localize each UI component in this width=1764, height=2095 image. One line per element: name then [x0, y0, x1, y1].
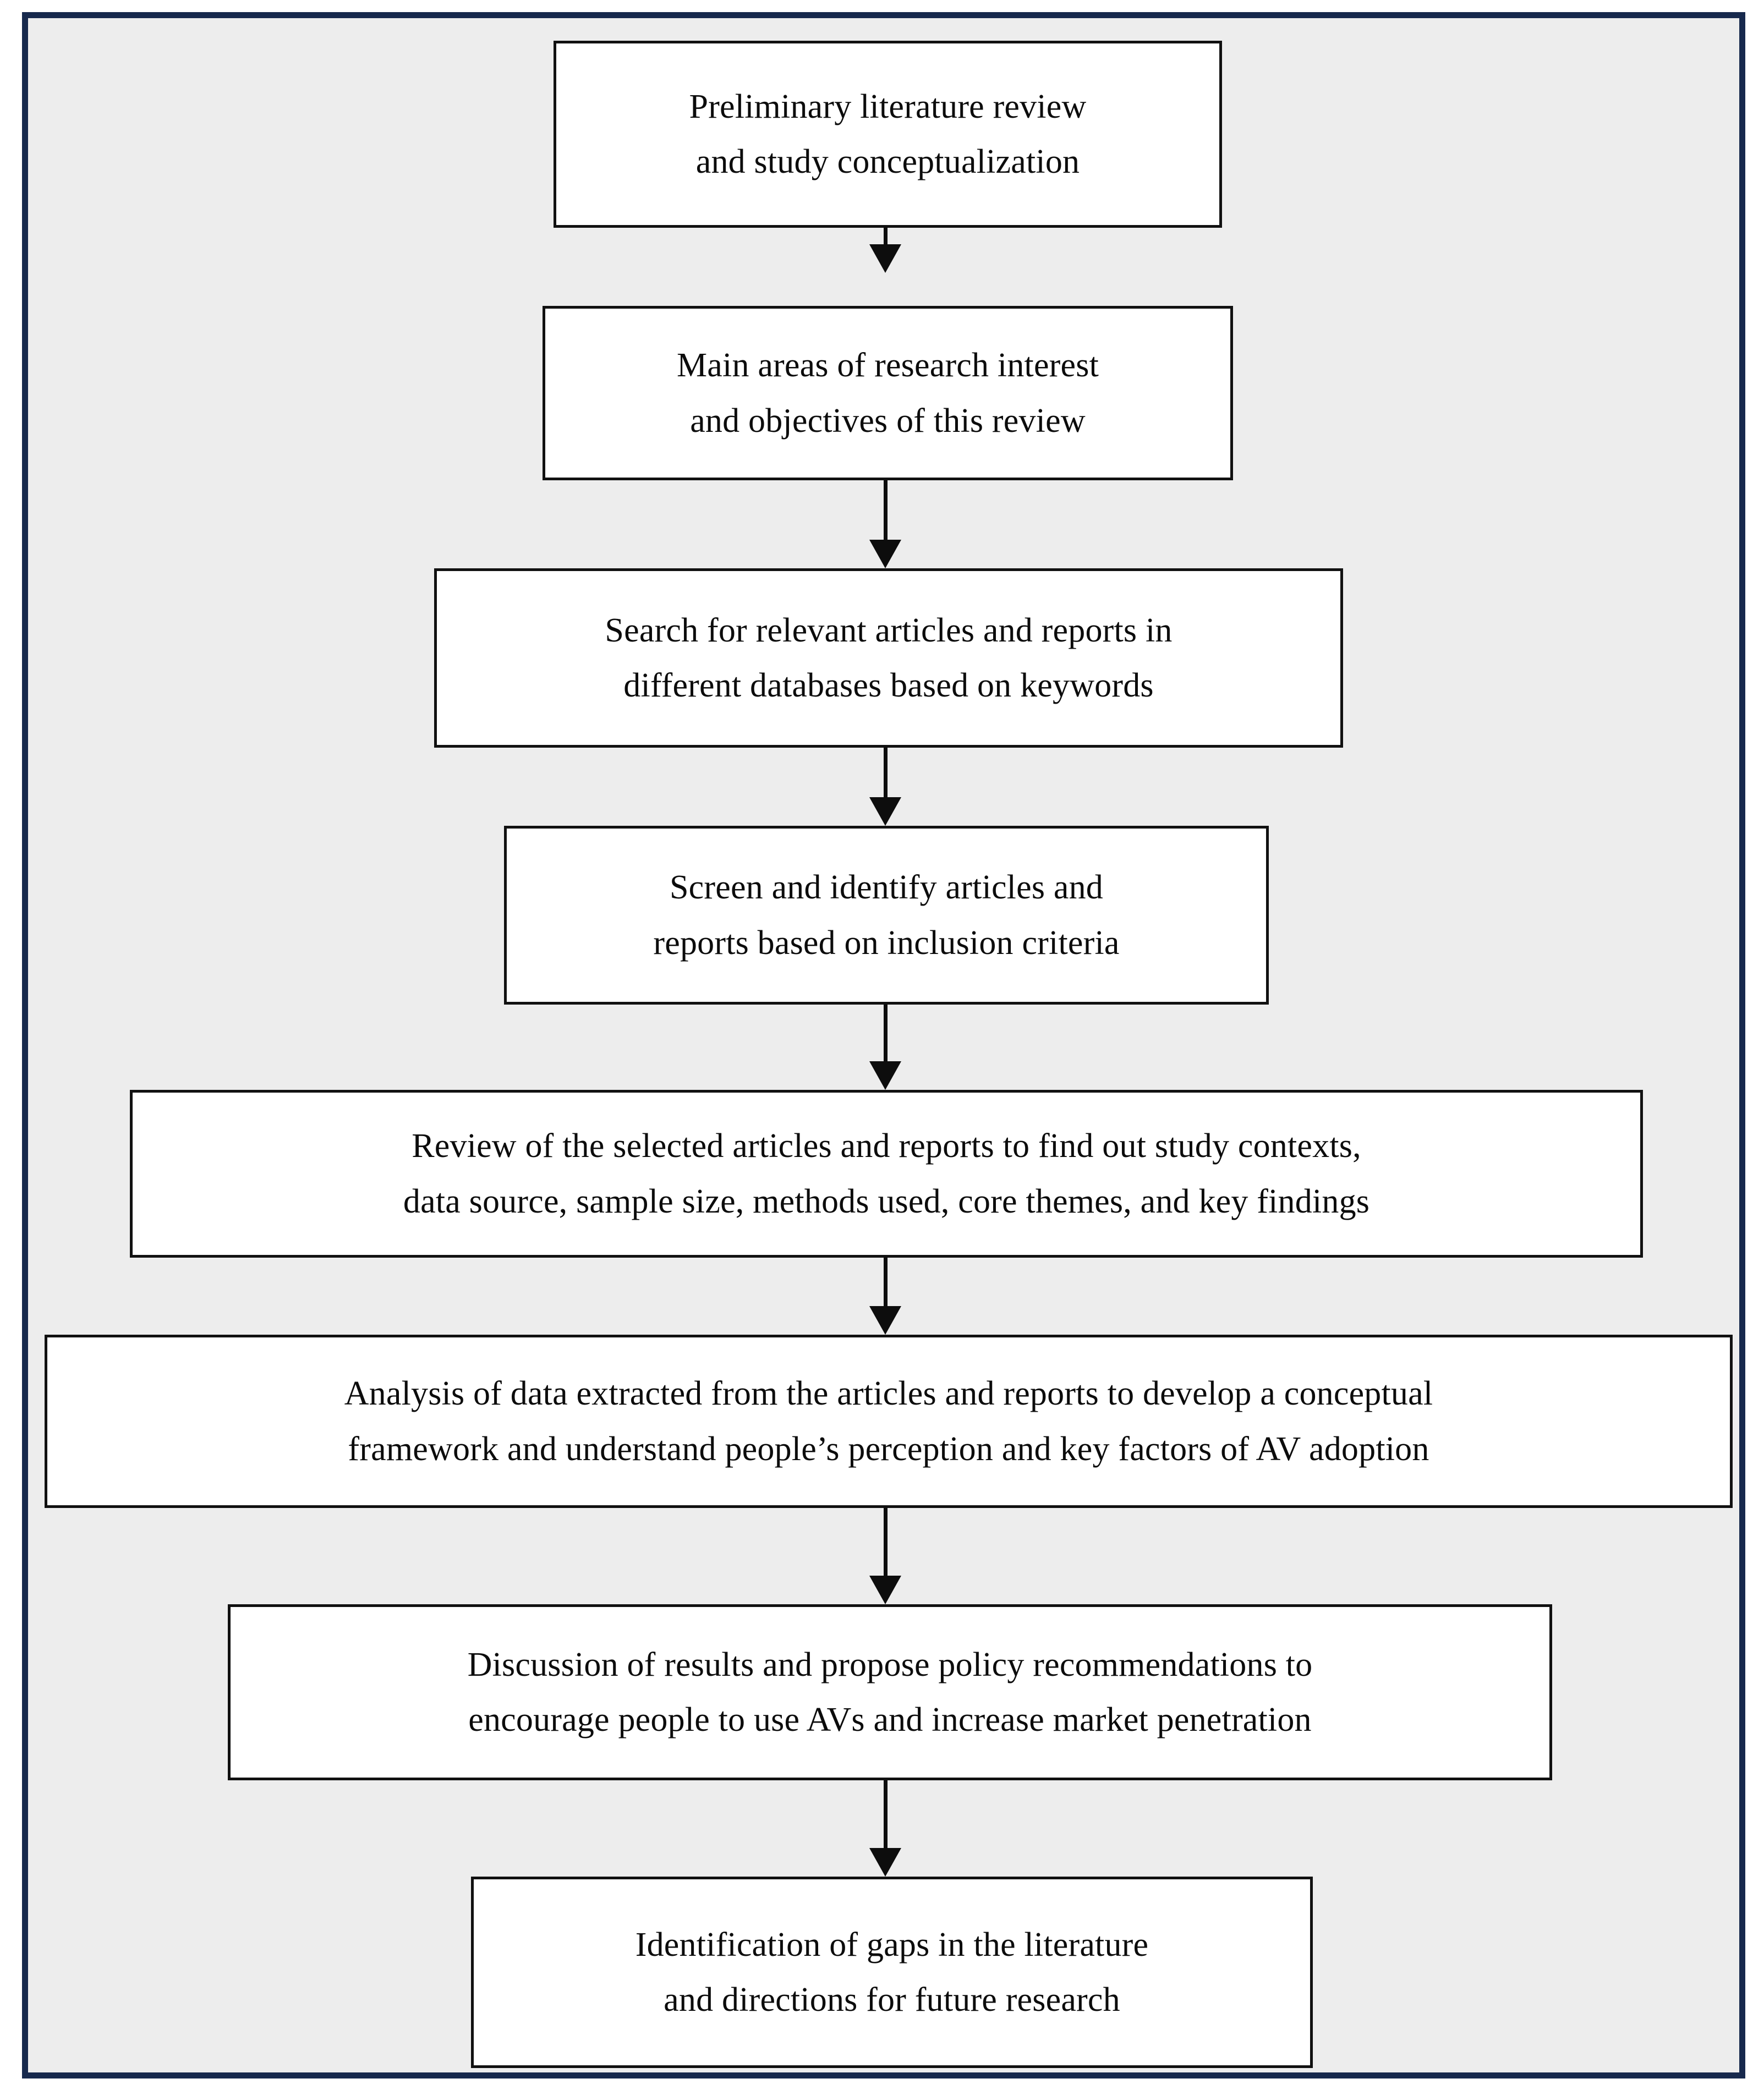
- node-line-1: Analysis of data extracted from the arti…: [344, 1375, 1433, 1413]
- node-line-2: and directions for future research: [664, 1981, 1120, 2019]
- arrow-step6-to-step7: [869, 1496, 902, 1604]
- node-line-1: Search for relevant articles and reports…: [605, 611, 1173, 649]
- node-line-1: Review of the selected articles and repo…: [412, 1127, 1361, 1165]
- flowchart-node-step-2[interactable]: Main areas of research interest and obje…: [543, 306, 1233, 480]
- arrow-shaft: [883, 1768, 888, 1849]
- flowchart-node-step-1[interactable]: Preliminary literature review and study …: [554, 41, 1222, 228]
- arrow-head-icon: [869, 1576, 901, 1604]
- arrow-shaft: [883, 736, 888, 798]
- node-line-2: and study conceptualization: [695, 143, 1080, 180]
- flowchart-node-step-6[interactable]: Analysis of data extracted from the arti…: [45, 1335, 1733, 1508]
- arrow-step4-to-step5: [869, 992, 902, 1090]
- node-line-2: and objectives of this review: [690, 402, 1086, 440]
- arrow-head-icon: [869, 540, 901, 568]
- node-line-2: encourage people to use AVs and increase…: [468, 1701, 1312, 1738]
- arrow-shaft: [883, 1246, 888, 1307]
- node-line-1: Screen and identify articles and: [670, 869, 1103, 907]
- node-line-1: Main areas of research interest: [676, 347, 1099, 385]
- arrow-head-icon: [869, 1061, 901, 1090]
- flowchart-node-step-8[interactable]: Identification of gaps in the literature…: [471, 1877, 1313, 2068]
- arrow-head-icon: [869, 244, 901, 273]
- node-line-2: reports based on inclusion criteria: [653, 924, 1120, 962]
- arrow-shaft: [883, 992, 888, 1062]
- node-line-1: Discussion of results and propose policy…: [467, 1646, 1313, 1683]
- arrow-shaft: [883, 1496, 888, 1576]
- node-line-2: framework and understand people’s percep…: [348, 1430, 1429, 1468]
- arrow-head-icon: [869, 1306, 901, 1335]
- node-line-2: different databases based on keywords: [623, 667, 1154, 704]
- arrow-shaft: [883, 468, 888, 540]
- node-line-1: Identification of gaps in the literature: [635, 1926, 1149, 1964]
- flowchart-node-step-3[interactable]: Search for relevant articles and reports…: [434, 568, 1343, 748]
- node-line-2: data source, sample size, methods used, …: [403, 1182, 1370, 1220]
- node-line-1: Preliminary literature review: [689, 87, 1087, 125]
- figure-frame: Preliminary literature review and study …: [22, 12, 1745, 2078]
- flowchart-node-step-4[interactable]: Screen and identify articles and reports…: [504, 826, 1269, 1005]
- flowchart-node-step-7[interactable]: Discussion of results and propose policy…: [228, 1604, 1552, 1780]
- arrow-step2-to-step3: [869, 468, 902, 568]
- arrow-head-icon: [869, 797, 901, 826]
- arrow-step7-to-step8: [869, 1768, 902, 1877]
- flowchart-node-step-5[interactable]: Review of the selected articles and repo…: [130, 1090, 1643, 1258]
- arrow-step5-to-step6: [869, 1246, 902, 1335]
- arrow-step3-to-step4: [869, 736, 902, 826]
- arrow-head-icon: [869, 1848, 901, 1877]
